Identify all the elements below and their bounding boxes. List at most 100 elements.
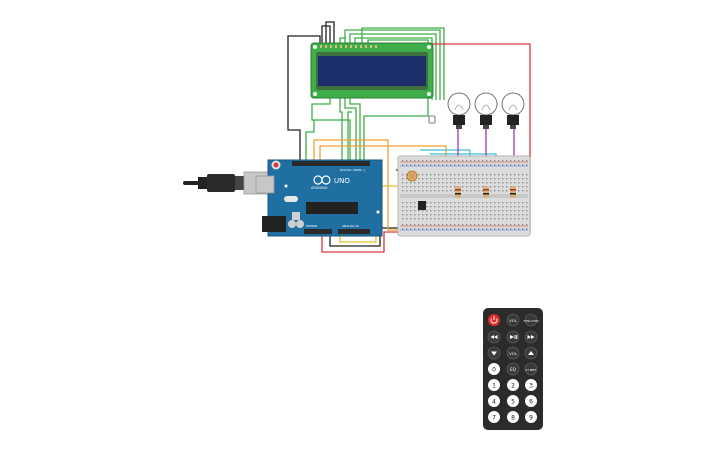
- arduino-uno-board[interactable]: UNO ARDUINO DIGITAL (PWM~) POWER ANALOG …: [255, 159, 383, 237]
- ir-receiver[interactable]: [428, 115, 436, 124]
- breadboard-hole: [410, 164, 412, 166]
- breadboard-hole: [518, 214, 520, 216]
- fast-forward-icon: [527, 335, 535, 339]
- breadboard-hole: [450, 174, 452, 176]
- remote-button-8[interactable]: [507, 411, 519, 423]
- breadboard-hole: [426, 218, 428, 220]
- breadboard-hole: [418, 214, 420, 216]
- breadboard-hole: [406, 182, 408, 184]
- breadboard-hole: [518, 202, 520, 204]
- breadboard-hole: [402, 190, 404, 192]
- breadboard-hole: [494, 160, 496, 162]
- remote-button-6[interactable]: [525, 395, 537, 407]
- wire-green-bottom-7: [305, 120, 315, 160]
- reset-button[interactable]: [273, 162, 279, 168]
- breadboard-hole: [422, 228, 424, 230]
- remote-button-9[interactable]: [525, 411, 537, 423]
- rewind-icon: [490, 335, 498, 339]
- resistor-3[interactable]: [510, 186, 516, 198]
- breadboard-hole: [430, 182, 432, 184]
- st-rept-button[interactable]: [524, 362, 538, 376]
- breadboard-hole: [418, 210, 420, 212]
- breadboard-hole: [494, 224, 496, 226]
- breadboard-hole: [522, 178, 524, 180]
- breadboard-hole: [490, 174, 492, 176]
- breadboard-hole: [442, 210, 444, 212]
- breadboard-hole: [466, 224, 468, 226]
- breadboard-hole: [482, 202, 484, 204]
- breadboard-hole: [526, 224, 528, 226]
- breadboard-hole: [486, 218, 488, 220]
- breadboard-hole: [466, 210, 468, 212]
- breadboard-hole: [474, 206, 476, 208]
- breadboard-hole: [478, 224, 480, 226]
- breadboard-hole: [478, 164, 480, 166]
- bulb-1[interactable]: [447, 92, 471, 129]
- breadboard-hole: [438, 218, 440, 220]
- breadboard-hole: [410, 190, 412, 192]
- eq-button[interactable]: [506, 362, 520, 376]
- digit-label: 5: [511, 399, 515, 406]
- breadboard-hole: [514, 174, 516, 176]
- breadboard-hole: [518, 186, 520, 188]
- breadboard-hole: [486, 224, 488, 226]
- remote-button-0[interactable]: [488, 363, 500, 375]
- breadboard-hole: [486, 160, 488, 162]
- breadboard-hole: [410, 218, 412, 220]
- breadboard-hole: [486, 178, 488, 180]
- breadboard-hole: [466, 218, 468, 220]
- breadboard-hole: [526, 178, 528, 180]
- lcd-mount-hole: [427, 45, 431, 49]
- breadboard-holes: [402, 160, 528, 230]
- func-stop-label: FUNC STOP: [524, 319, 539, 323]
- breadboard-hole: [490, 164, 492, 166]
- digit-label: 9: [529, 415, 533, 422]
- remote-button-2[interactable]: [507, 379, 519, 391]
- breadboard-hole: [430, 202, 432, 204]
- digit-label: 8: [511, 415, 515, 422]
- breadboard-hole: [490, 160, 492, 162]
- breadboard[interactable]: [397, 155, 531, 237]
- remote-button-4[interactable]: [488, 395, 500, 407]
- bulb-3[interactable]: [501, 92, 525, 129]
- remote-button-1[interactable]: [488, 379, 500, 391]
- func-stop-button[interactable]: [524, 313, 538, 327]
- vol-up-button[interactable]: [506, 313, 520, 327]
- breadboard-hole: [434, 202, 436, 204]
- breadboard-hole: [478, 202, 480, 204]
- digital-header: [292, 161, 370, 166]
- bulb-2[interactable]: [474, 92, 498, 129]
- breadboard-hole: [446, 206, 448, 208]
- lcd-module[interactable]: [310, 42, 434, 99]
- breadboard-hole: [510, 182, 512, 184]
- photoresistor[interactable]: [406, 170, 418, 182]
- digit-label: 1: [492, 383, 496, 390]
- breadboard-hole: [426, 190, 428, 192]
- ir-sensor-chip[interactable]: [418, 201, 426, 210]
- breadboard-hole: [442, 164, 444, 166]
- breadboard-hole: [498, 190, 500, 192]
- wire-orange-1: [313, 139, 400, 231]
- vol-down-button[interactable]: [506, 346, 520, 360]
- breadboard-hole: [438, 174, 440, 176]
- remote-button-5[interactable]: [507, 395, 519, 407]
- breadboard-hole: [442, 178, 444, 180]
- breadboard-hole: [426, 224, 428, 226]
- down-arrow-icon: [491, 351, 497, 356]
- breadboard-hole: [502, 190, 504, 192]
- breadboard-hole: [422, 160, 424, 162]
- resistor-1[interactable]: [455, 186, 461, 198]
- breadboard-hole: [482, 186, 484, 188]
- remote-button-7[interactable]: [488, 411, 500, 423]
- remote-button-3[interactable]: [525, 379, 537, 391]
- breadboard-hole: [418, 182, 420, 184]
- breadboard-hole: [482, 210, 484, 212]
- crystal: [284, 196, 298, 202]
- breadboard-hole: [426, 206, 428, 208]
- resistor-2[interactable]: [483, 186, 489, 198]
- ir-remote[interactable]: VOL FUNC STOP VOL 0 EQ ST REPT 1 2 3: [483, 308, 543, 430]
- breadboard-hole: [450, 214, 452, 216]
- breadboard-hole: [498, 186, 500, 188]
- breadboard-hole: [450, 202, 452, 204]
- breadboard-hole: [454, 190, 456, 192]
